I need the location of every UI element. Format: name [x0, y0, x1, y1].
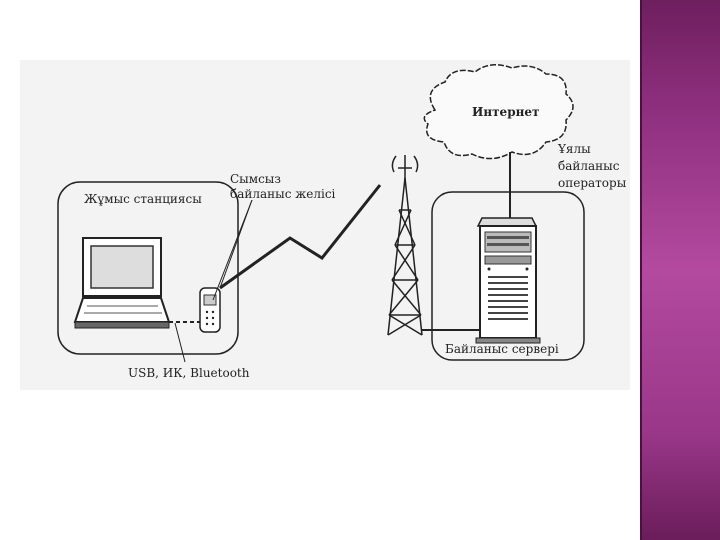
connection-label: USB, ИК, Bluetooth — [128, 366, 250, 380]
server-icon — [475, 217, 541, 344]
sidebar-divider — [640, 0, 642, 540]
slide: Жұмыс станциясы Сымсыз байланыс желісі И… — [20, 60, 630, 390]
mobile-phone-icon — [199, 287, 221, 333]
wireless-label-line2: байланыс желісі — [230, 187, 336, 201]
internet-label: Интернет — [472, 105, 540, 119]
network-diagram: Жұмыс станциясы Сымсыз байланыс желісі И… — [20, 60, 630, 390]
workstation-label: Жұмыс станциясы — [84, 192, 202, 206]
diagram-drawing — [57, 64, 585, 363]
wireless-label-line1: Сымсыз — [230, 172, 281, 186]
internet-cloud-icon — [423, 64, 574, 160]
laptop-icon — [73, 237, 171, 329]
operator-label-line3: операторы — [558, 176, 627, 190]
workstation-frame — [57, 181, 239, 355]
operator-label-line2: байланыс — [558, 159, 620, 173]
server-label: Байланыс сервері — [445, 342, 559, 356]
antenna-tower-icon — [387, 155, 423, 336]
connection-pointer — [174, 322, 186, 363]
operator-label-line1: Ұялы — [558, 142, 591, 156]
server-frame — [431, 191, 585, 361]
wireless-link — [219, 184, 382, 290]
decorative-sidebar — [640, 0, 720, 540]
